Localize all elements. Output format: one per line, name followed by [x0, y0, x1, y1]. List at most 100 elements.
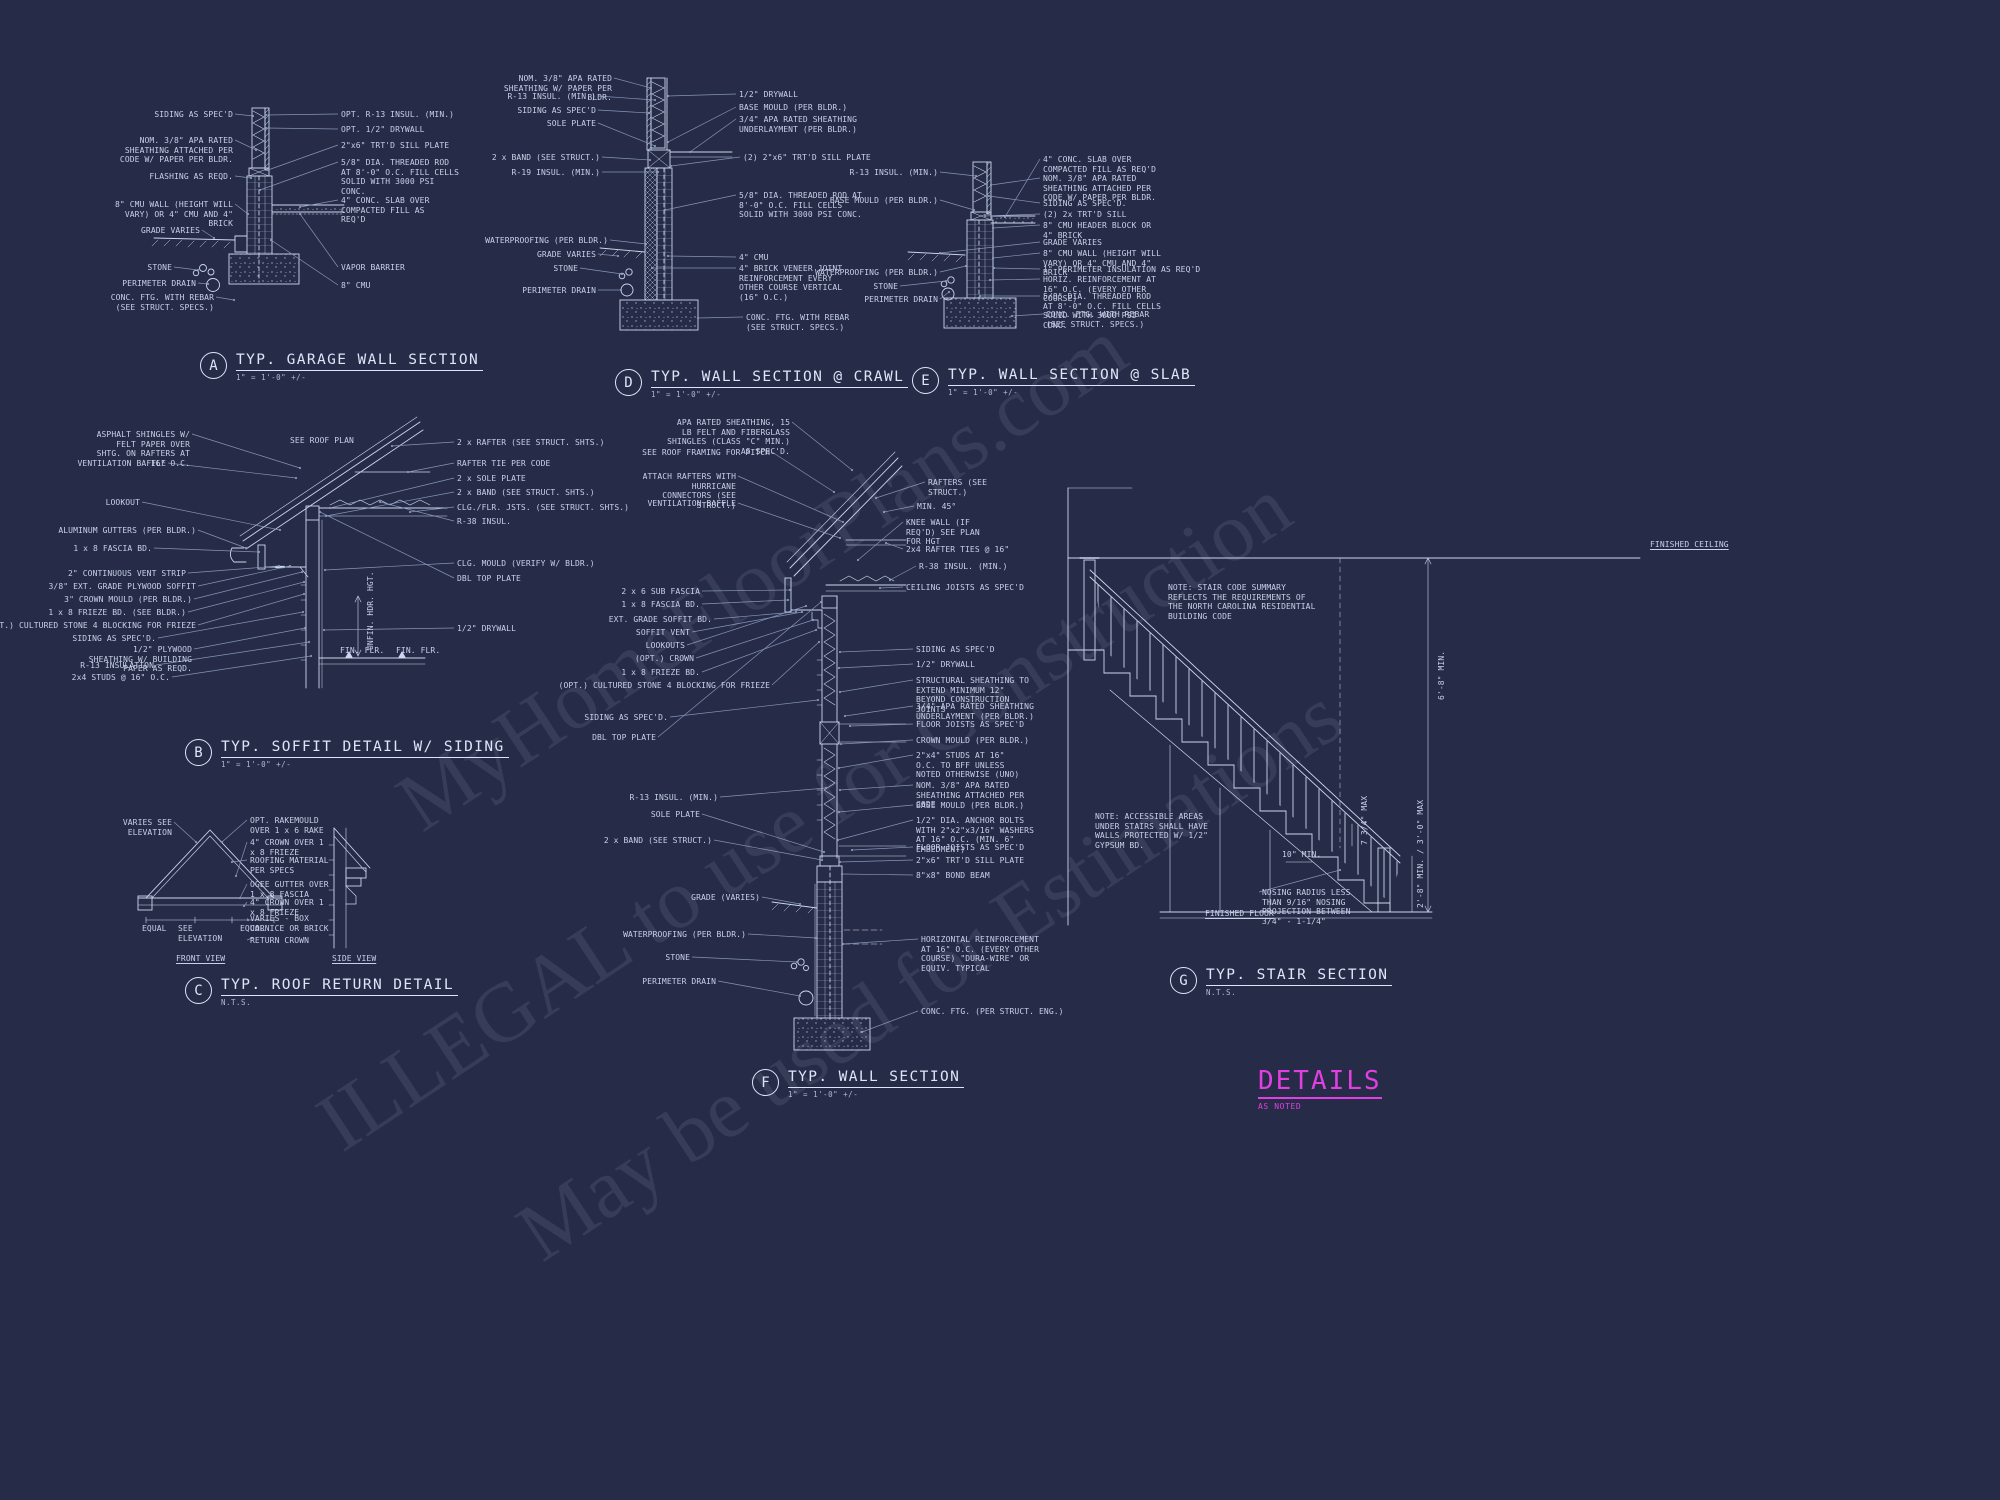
annotation: FINISHED FLOOR — [1205, 909, 1274, 918]
annotation: SIDING AS SPEC'D — [916, 645, 995, 654]
detail-scale: N.T.S. — [1206, 988, 1237, 997]
annotation: FINISHED CEILING — [1650, 540, 1729, 549]
annotation: SEE ROOF FRAMING FOR PITCH — [642, 448, 770, 457]
annotation: SIDING AS SPEC'D. — [72, 634, 156, 643]
annotation: GRADE VARIES — [141, 226, 200, 235]
annotation: UNFIN. HDR. HGT. — [366, 571, 375, 650]
annotation: 3" CROWN MOULD (PER BLDR.) — [64, 595, 192, 604]
detail-scale: N.T.S. — [221, 998, 252, 1007]
annotation: 1 x 8 FRIEZE BD. (SEE BLDR.) — [48, 608, 186, 617]
annotation: (2) 2x TRT'D SILL — [1043, 210, 1127, 219]
annotation: GRADE VARIES — [537, 250, 596, 259]
annotation: WATERPROOFING (PER BLDR.) — [623, 930, 746, 939]
annotation: 1 x 8 FASCIA BD. — [73, 544, 152, 553]
annotation: 2'-8" MIN. / 3'-0" MAX — [1416, 799, 1425, 908]
detail-scale: 1" = 1'-0" +/- — [236, 373, 307, 382]
annotation: PERIMETER DRAIN — [122, 279, 196, 288]
annotation: 8" CMU WALL (HEIGHT WILL VARY) OR 4" CMU… — [115, 200, 233, 229]
annotation: WATERPROOFING (PER BLDR.) — [815, 268, 938, 277]
annotation: NOM. 3/8" APA RATED SHEATHING W/ PAPER P… — [503, 74, 612, 103]
annotation: ROOFING MATERIAL PER SPECS — [250, 856, 329, 875]
annotation: STONE — [553, 264, 578, 273]
annotation: OPT. RAKEMOULD OVER 1 x 6 RAKE — [250, 816, 324, 835]
detail-title: TYP. WALL SECTION @ SLAB — [948, 367, 1196, 386]
sheet-title-block: DETAILS AS NOTED — [1258, 1066, 1382, 1111]
annotation: FIN. FLR. — [396, 646, 441, 655]
detail-scale: 1" = 1'-0" +/- — [788, 1090, 859, 1099]
annotation: 2 x RAFTER (SEE STRUCT. SHTS.) — [457, 438, 605, 447]
annotation: ALUMINUM GUTTERS (PER BLDR.) — [58, 526, 196, 535]
annotation: 2 x SOLE PLATE — [457, 474, 526, 483]
annotation: CROWN MOULD (PER BLDR.) — [916, 736, 1030, 745]
annotation: CONC. FTG. WITH REBAR (SEE STRUCT. SPECS… — [746, 313, 850, 332]
annotation: (OPT.) CULTURED STONE 4 BLOCKING FOR FRI… — [558, 681, 770, 690]
detail-letter-badge: B — [185, 739, 212, 766]
annotation: OGEE GUTTER OVER 1 x 8 FASCIA — [250, 880, 329, 899]
annotation: (OPT.) CROWN — [635, 654, 694, 663]
detail-title: TYP. STAIR SECTION — [1206, 967, 1393, 986]
annotation: 1/2" DRYWALL — [739, 90, 798, 99]
annotation: EQUAL — [240, 924, 265, 933]
detail-title: TYP. ROOF RETURN DETAIL — [221, 977, 458, 996]
annotation: 4" CROWN OVER 1 x 8 FRIEZE — [250, 898, 324, 917]
annotation: BASE MOULD (PER BLDR.) — [829, 196, 938, 205]
annotation: FRONT VIEW — [176, 954, 226, 963]
detail-letter-badge: D — [615, 369, 642, 396]
annotation: 8"x8" BOND BEAM — [916, 871, 990, 880]
detail-title: TYP. GARAGE WALL SECTION — [236, 352, 484, 371]
detail-letter-badge: F — [752, 1069, 779, 1096]
annotation: CONC. FTG. (PER STRUCT. ENG.) — [921, 1007, 1064, 1016]
annotation: NOTE: STAIR CODE SUMMARY REFLECTS THE RE… — [1168, 583, 1316, 621]
annotation: RAFTER TIE PER CODE — [457, 459, 551, 468]
sheet-title: DETAILS — [1258, 1066, 1382, 1099]
annotation: CEILING JOISTS AS SPEC'D — [906, 583, 1024, 592]
annotation: 4" CONC. SLAB OVER COMPACTED FILL AS REQ… — [341, 196, 430, 225]
annotation: SEE ELEVATION — [178, 924, 223, 943]
detail-scale: 1" = 1'-0" +/- — [651, 390, 722, 399]
sheet-scale-note: AS NOTED — [1258, 1102, 1302, 1111]
annotation: STRUCTURAL SHEATHING TO EXTEND MINIMUM 1… — [916, 676, 1030, 714]
annotation: 2x4 RAFTER TIES @ 16" — [906, 545, 1010, 554]
annotation: (OPT.) CULTURED STONE 4 BLOCKING FOR FRI… — [0, 621, 196, 630]
annotation: 5/8" DIA. THREADED ROD AT 8'-0" O.C. FIL… — [739, 191, 862, 220]
annotation: EQUAL — [142, 924, 167, 933]
annotation: FLOOR JOISTS AS SPEC'D — [916, 843, 1025, 852]
annotation: GRADE (VARIES) — [691, 893, 760, 902]
annotation: PERIMETER DRAIN — [642, 977, 716, 986]
annotation: STONE — [147, 263, 172, 272]
annotation: 2 x 6 SUB FASCIA — [621, 587, 700, 596]
annotation: 5/8" DIA. THREADED ROD AT 8'-0" O.C. FIL… — [1043, 292, 1161, 330]
annotation: 4" CONC. SLAB OVER COMPACTED FILL AS REQ… — [1043, 155, 1157, 174]
annotation: PERIMETER DRAIN — [522, 286, 596, 295]
annotation: DBL TOP PLATE — [592, 733, 656, 742]
detail-scale: 1" = 1'-0" +/- — [948, 388, 1019, 397]
annotation: 1/2" DIA. ANCHOR BOLTS WITH 2"x2"x3/16" … — [916, 816, 1034, 854]
annotation: R-13 INSULATION — [80, 661, 154, 670]
annotation: GRADE VARIES — [1043, 238, 1102, 247]
annotation: 1 x 8 FASCIA BD. — [621, 600, 700, 609]
annotation: CONC. FTG. WITH REBAR (SEE STRUCT. SPECS… — [1046, 310, 1150, 329]
annotation: 2 x BAND (SEE STRUCT.) — [603, 836, 712, 845]
annotation: 3/4" APA RATED SHEATHING UNDERLAYMENT (P… — [739, 115, 857, 134]
annotation: 7 3/4" MAX — [1360, 795, 1369, 845]
annotation: SIDING AS SPEC'D — [154, 110, 233, 119]
annotation: 4" CROWN OVER 1 x 8 FRIEZE — [250, 838, 324, 857]
annotation: NOM. 3/8" APA RATED SHEATHING ATTACHED P… — [916, 781, 1025, 810]
annotation: 2x4 STUDS @ 16" O.C. — [71, 673, 170, 682]
annotation: FLOOR JOISTS AS SPEC'D — [916, 720, 1025, 729]
annotation: R-38 INSUL. (MIN.) — [919, 562, 1008, 571]
annotation: (2) 2"x6" TRT'D SILL PLATE — [743, 153, 871, 162]
annotation: SIDING AS SPEC'D — [517, 106, 596, 115]
annotation: 1 x 8 FRIEZE BD. — [621, 668, 700, 677]
annotation: 2"x4" STUDS AT 16" O.C. TO BFF UNLESS NO… — [916, 751, 1020, 780]
annotation: R-19 INSUL. (MIN.) — [511, 168, 600, 177]
